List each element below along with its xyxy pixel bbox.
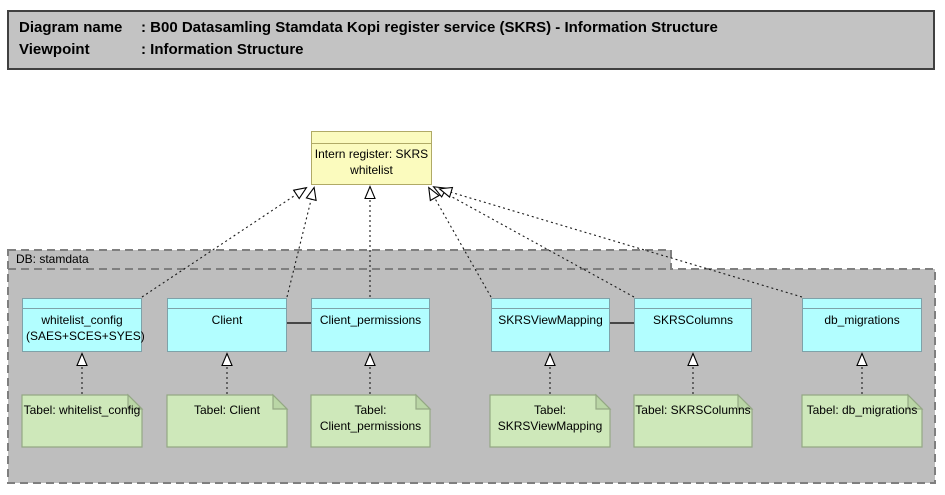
entity-top-band bbox=[492, 299, 609, 309]
viewpoint-row: Viewpoint : Information Structure bbox=[19, 39, 923, 61]
entity-top-band bbox=[635, 299, 751, 309]
entity-label: SKRSColumns bbox=[652, 313, 734, 327]
register-top-band bbox=[312, 132, 431, 144]
viewpoint-label: Viewpoint bbox=[19, 41, 90, 58]
register-label: Intern register: SKRS whitelist bbox=[314, 147, 429, 177]
note-tabel-client[interactable]: Tabel: Client bbox=[193, 403, 261, 417]
node-client-permissions[interactable]: Client_permissions bbox=[311, 298, 430, 352]
node-db-migrations[interactable]: db_migrations bbox=[802, 298, 922, 352]
entity-top-band bbox=[803, 299, 921, 309]
group-db-stamdata-label: DB: stamdata bbox=[16, 252, 89, 266]
viewpoint-value: : Information Structure bbox=[141, 41, 304, 58]
group-db-stamdata-shape[interactable] bbox=[7, 249, 936, 484]
node-skrscolumns[interactable]: SKRSColumns bbox=[634, 298, 752, 352]
entity-label: whitelist_config (SAES+SCES+SYES) bbox=[26, 313, 145, 343]
node-whitelist-config[interactable]: whitelist_config (SAES+SCES+SYES) bbox=[22, 298, 145, 352]
note-fold-icon bbox=[595, 393, 612, 410]
note-shape-client bbox=[166, 394, 288, 448]
note-shape-dbmigrations bbox=[801, 394, 923, 448]
note-tabel-client-permissions[interactable]: Tabel: Client_permissions bbox=[319, 403, 422, 433]
realization-skrscolumns-register bbox=[432, 186, 635, 298]
note-fold-icon bbox=[272, 393, 289, 410]
note-shape-skrscolumns bbox=[633, 394, 753, 448]
diagram-title-block: Diagram name : B00 Datasamling Stamdata K… bbox=[7, 10, 935, 70]
note-fold-icon bbox=[127, 393, 144, 410]
node-intern-register-skrs-whitelist[interactable]: Intern register: SKRS whitelist bbox=[311, 131, 432, 185]
note-fold-icon bbox=[737, 393, 754, 410]
entity-label: SKRSViewMapping bbox=[498, 313, 603, 327]
diagram-name-row: Diagram name : B00 Datasamling Stamdata K… bbox=[19, 17, 923, 39]
node-skrsviewmapping[interactable]: SKRSViewMapping bbox=[491, 298, 610, 352]
entity-top-band bbox=[23, 299, 141, 309]
note-fold-icon bbox=[415, 393, 432, 410]
note-shape-clientpermissions bbox=[310, 394, 431, 448]
note-tabel-whitelist-config[interactable]: Tabel: whitelist_config bbox=[23, 403, 141, 417]
realization-client-register bbox=[286, 186, 317, 298]
entity-label: Client_permissions bbox=[319, 313, 422, 327]
note-shape-skrsviewmapping bbox=[489, 394, 611, 448]
diagram-name-value: : B00 Datasamling Stamdata Kopi register… bbox=[141, 19, 718, 36]
entity-top-band bbox=[168, 299, 286, 309]
realization-skrsviewmapping-register bbox=[428, 186, 492, 298]
entity-top-band bbox=[312, 299, 429, 309]
node-client[interactable]: Client bbox=[167, 298, 287, 352]
entity-label: Client bbox=[211, 313, 243, 327]
note-fold-icon bbox=[907, 393, 924, 410]
note-shape-whitelistconfig bbox=[21, 394, 143, 448]
note-tabel-db-migrations[interactable]: Tabel: db_migrations bbox=[806, 403, 918, 417]
diagram-name-label: Diagram name bbox=[19, 19, 123, 36]
entity-label: db_migrations bbox=[824, 313, 900, 327]
note-tabel-skrscolumns[interactable]: Tabel: SKRSColumns bbox=[635, 403, 751, 417]
note-tabel-skrsviewmapping[interactable]: Tabel: SKRSViewMapping bbox=[497, 403, 603, 433]
